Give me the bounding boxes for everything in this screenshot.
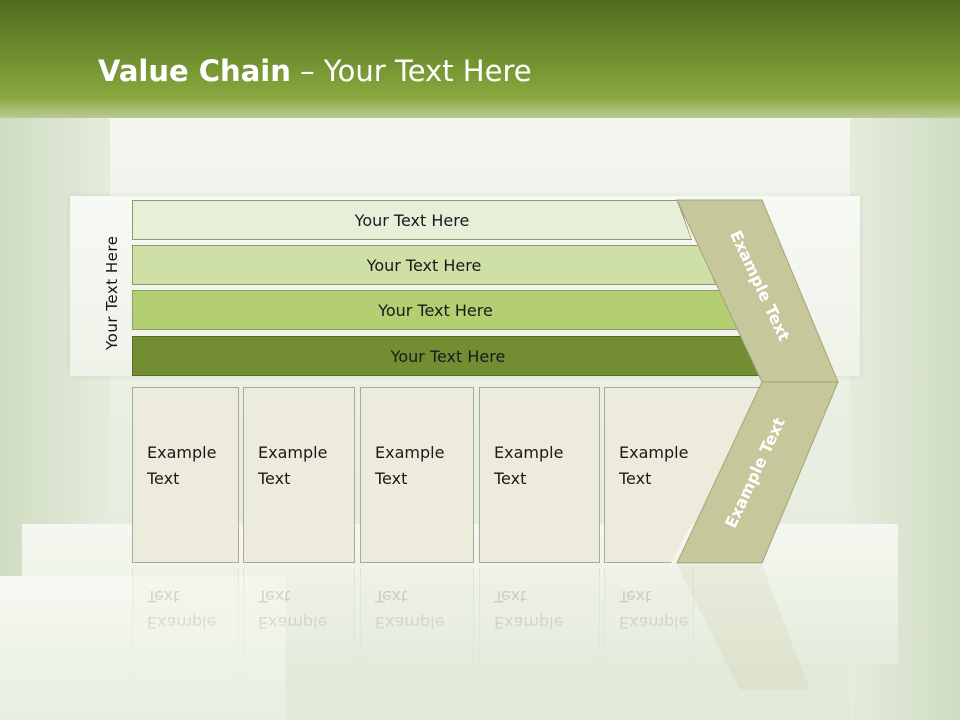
box-line1: Example [375, 443, 445, 462]
box-line2: Text [619, 469, 652, 488]
slide-title: Value Chain – Your Text Here [98, 54, 532, 88]
band-support-1: Your Text Here [132, 200, 692, 240]
box-line2: Text [258, 469, 291, 488]
band-fill [133, 201, 691, 239]
chevron-lower [676, 381, 839, 564]
box-line2: Text [147, 469, 180, 488]
band-support-2: Your Text Here [132, 245, 716, 285]
box-line2: Text [494, 469, 527, 488]
band-fill [133, 291, 738, 329]
box-line2: Text [375, 469, 408, 488]
band-fill [133, 246, 715, 284]
band-support-4: Your Text Here [132, 336, 764, 376]
chevron-reflection [677, 565, 810, 690]
header-bar [0, 0, 960, 125]
box-line1: Example [619, 443, 689, 462]
band-support-3: Your Text Here [132, 290, 739, 330]
band-fill [133, 337, 763, 375]
box-line1: Example [494, 443, 564, 462]
box-line1: Example [147, 443, 217, 462]
box-line1: Example [258, 443, 328, 462]
floor-front [0, 576, 286, 720]
